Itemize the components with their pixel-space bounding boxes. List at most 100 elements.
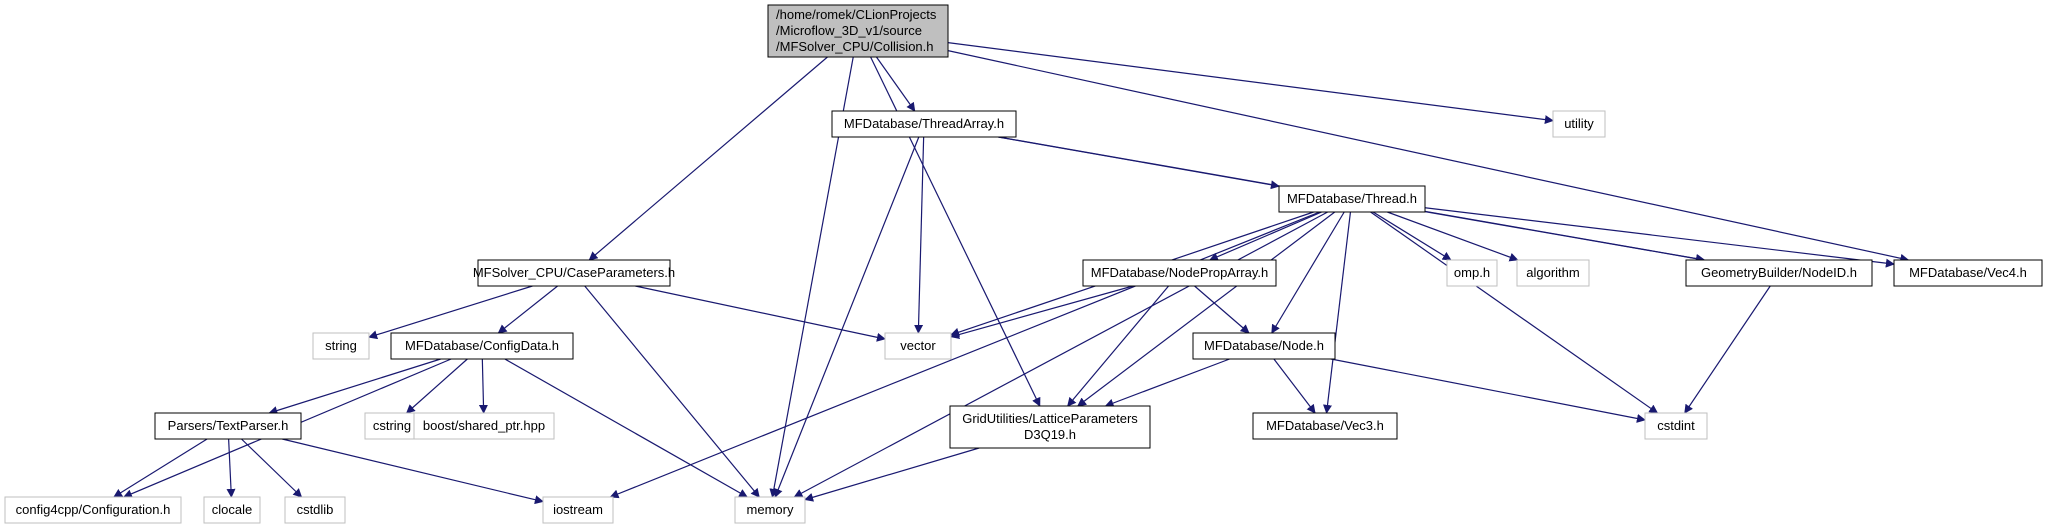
node-label-textparser: Parsers/TextParser.h xyxy=(168,418,289,433)
edge-thread-to-nodeproparray xyxy=(1208,211,1322,261)
edge-root-to-utility xyxy=(947,42,1554,125)
edge-threadarray-to-memory xyxy=(774,136,920,498)
node-configuration: config4cpp/Configuration.h xyxy=(4,496,182,524)
edge-textparser-to-clocale xyxy=(226,438,236,498)
node-label-nodeid: GeometryBuilder/NodeID.h xyxy=(1701,265,1857,280)
node-label-latticeparams: D3Q19.h xyxy=(1024,427,1076,442)
node-memory: memory xyxy=(734,496,806,524)
node-label-nodeproparray: MFDatabase/NodePropArray.h xyxy=(1091,265,1269,280)
edge-thread-to-cstdint xyxy=(1370,211,1659,414)
node-box-cstring xyxy=(364,412,420,440)
node-label-threadarray: MFDatabase/ThreadArray.h xyxy=(844,116,1004,131)
edge-threadarray-to-vector xyxy=(914,136,925,334)
edge-thread-to-vec3 xyxy=(1323,211,1352,414)
node-label-iostream: iostream xyxy=(553,502,603,517)
nodes: /home/romek/CLionProjects/Microflow_3D_v… xyxy=(4,4,2043,524)
node-box-vec3 xyxy=(1252,412,1398,440)
node-box-latticeparams xyxy=(949,405,1151,449)
edge-configdata-to-cstring xyxy=(405,358,468,414)
edge-root-to-caseparams xyxy=(588,56,828,261)
node-iostream: iostream xyxy=(542,496,614,524)
node-string: string xyxy=(312,332,370,360)
node-clocale: clocale xyxy=(203,496,261,524)
edge-caseparams-to-memory xyxy=(584,285,760,498)
node-label-cstring: cstring xyxy=(373,418,411,433)
node-algorithm: algorithm xyxy=(1516,259,1590,287)
node-label-latticeparams: GridUtilities/LatticeParameters xyxy=(962,411,1138,426)
node-label-configuration: config4cpp/Configuration.h xyxy=(16,502,171,517)
node-label-clocale: clocale xyxy=(212,502,252,517)
node-box-iostream xyxy=(542,496,614,524)
edge-caseparams-to-configdata xyxy=(497,285,558,334)
node-box-cstdint xyxy=(1644,412,1708,440)
edge-thread-to-algorithm xyxy=(1387,211,1519,262)
node-box-nodeid xyxy=(1685,259,1873,287)
node-thread[interactable]: MFDatabase/Thread.h xyxy=(1278,185,1426,213)
edge-thread-to-vec4 xyxy=(1424,207,1895,268)
node-omp: omp.h xyxy=(1446,259,1498,287)
node-caseparams[interactable]: MFSolver_CPU/CaseParameters.h xyxy=(473,259,675,287)
node-label-configdata: MFDatabase/ConfigData.h xyxy=(405,338,559,353)
edge-thread-to-nodeid xyxy=(1424,211,1705,264)
node-box-algorithm xyxy=(1516,259,1590,287)
node-label-thread: MFDatabase/Thread.h xyxy=(1287,191,1417,206)
node-label-string: string xyxy=(325,338,357,353)
edge-configdata-to-memory xyxy=(504,358,748,498)
node-box-root xyxy=(767,4,949,58)
edge-thread-to-latticeparams xyxy=(1077,211,1336,407)
node-root[interactable]: /home/romek/CLionProjects/Microflow_3D_v… xyxy=(767,4,949,58)
node-cstdint: cstdint xyxy=(1644,412,1708,440)
node-box-vec4 xyxy=(1893,259,2043,287)
node-label-omp: omp.h xyxy=(1454,265,1490,280)
node-node[interactable]: MFDatabase/Node.h xyxy=(1192,332,1336,360)
node-nodeid[interactable]: GeometryBuilder/NodeID.h xyxy=(1685,259,1873,287)
edge-caseparams-to-vector xyxy=(635,285,886,342)
edge-root-to-vec4 xyxy=(947,50,1910,263)
node-label-vec3: MFDatabase/Vec3.h xyxy=(1266,418,1384,433)
edge-caseparams-to-string xyxy=(368,285,533,340)
edge-root-to-threadarray xyxy=(875,56,916,112)
edge-textparser-to-cstdlib xyxy=(241,438,303,498)
node-label-sharedptr: boost/shared_ptr.hpp xyxy=(423,418,545,433)
edge-thread-to-node xyxy=(1271,211,1345,334)
node-box-caseparams xyxy=(477,259,671,287)
node-label-node: MFDatabase/Node.h xyxy=(1204,338,1324,353)
node-label-caseparams: MFSolver_CPU/CaseParameters.h xyxy=(473,265,675,280)
node-box-cstdlib xyxy=(284,496,346,524)
node-vector: vector xyxy=(884,332,952,360)
node-box-memory xyxy=(734,496,806,524)
node-box-thread xyxy=(1278,185,1426,213)
node-vec3[interactable]: MFDatabase/Vec3.h xyxy=(1252,412,1398,440)
edge-textparser-to-configuration xyxy=(113,438,208,498)
node-sharedptr: boost/shared_ptr.hpp xyxy=(413,412,555,440)
edge-configdata-to-sharedptr xyxy=(478,358,488,414)
node-box-node xyxy=(1192,332,1336,360)
edge-latticeparams-to-memory xyxy=(804,447,980,502)
edge-thread-to-omp xyxy=(1372,211,1452,261)
node-label-root: /Microflow_3D_v1/source xyxy=(776,23,922,38)
node-label-root: /home/romek/CLionProjects xyxy=(776,7,937,22)
node-cstdlib: cstdlib xyxy=(284,496,346,524)
edge-nodeproparray-to-vector xyxy=(950,285,1134,339)
node-threadarray[interactable]: MFDatabase/ThreadArray.h xyxy=(831,110,1017,138)
node-label-vector: vector xyxy=(900,338,936,353)
node-box-configuration xyxy=(4,496,182,524)
node-label-vec4: MFDatabase/Vec4.h xyxy=(1909,265,2027,280)
edge-node-to-latticeparams xyxy=(1104,358,1230,408)
edge-node-to-cstdint xyxy=(1330,358,1646,423)
node-box-vector xyxy=(884,332,952,360)
node-box-sharedptr xyxy=(413,412,555,440)
node-configdata[interactable]: MFDatabase/ConfigData.h xyxy=(390,332,574,360)
edge-nodeproparray-to-node xyxy=(1194,285,1250,334)
node-box-nodeproparray xyxy=(1082,259,1277,287)
node-box-clocale xyxy=(203,496,261,524)
node-box-omp xyxy=(1446,259,1498,287)
node-label-root: /MFSolver_CPU/Collision.h xyxy=(776,39,934,54)
edge-configdata-to-textparser xyxy=(268,358,441,415)
edge-nodeid-to-cstdint xyxy=(1684,285,1771,414)
node-cstring: cstring xyxy=(364,412,420,440)
node-textparser[interactable]: Parsers/TextParser.h xyxy=(154,412,302,440)
node-nodeproparray[interactable]: MFDatabase/NodePropArray.h xyxy=(1082,259,1277,287)
node-vec4[interactable]: MFDatabase/Vec4.h xyxy=(1893,259,2043,287)
